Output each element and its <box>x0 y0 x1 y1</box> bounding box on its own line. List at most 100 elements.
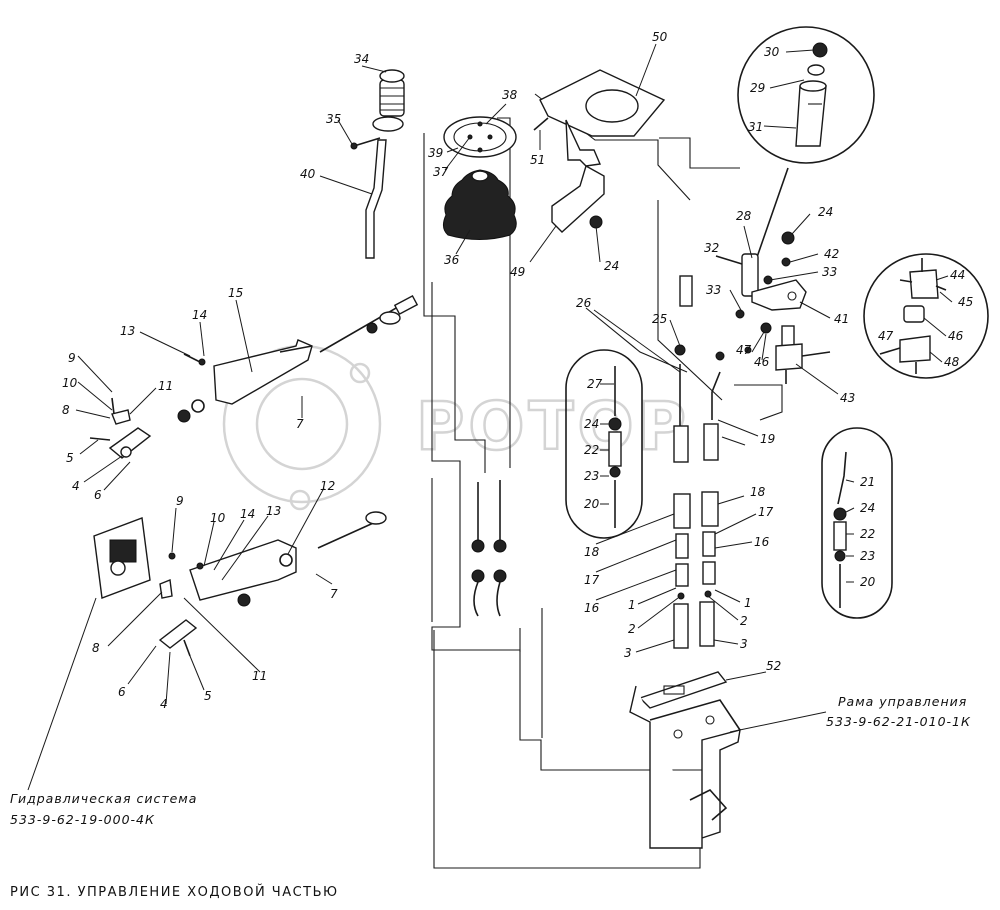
callout-40: 40 <box>300 167 316 181</box>
callout-45: 45 <box>958 295 973 309</box>
callout-20-a: 20 <box>584 497 600 511</box>
callout-1-a: 1 <box>628 598 636 612</box>
bracket-assembly <box>533 69 666 233</box>
hydraulic-system-code: 533-9-62-19-000-4К <box>10 812 155 827</box>
callout-16-b: 16 <box>754 535 770 549</box>
callout-41: 41 <box>834 312 849 326</box>
callout-51: 51 <box>530 153 545 167</box>
callout-22-b: 22 <box>860 527 875 541</box>
callout-23-b: 23 <box>860 549 875 563</box>
callout-11-b: 11 <box>252 669 267 683</box>
hydraulic-system-title: Гидравлическая система <box>10 791 197 806</box>
callout-33-a: 33 <box>822 265 837 279</box>
callout-4-b: 4 <box>160 697 168 711</box>
callout-2-a: 2 <box>628 622 636 636</box>
callout-30: 30 <box>764 45 780 59</box>
callout-36: 36 <box>444 253 460 267</box>
callout-6-b: 6 <box>118 685 126 699</box>
figure-caption: РИС 31. УПРАВЛЕНИЕ ХОДОВОЙ ЧАСТЬЮ <box>10 884 339 900</box>
callout-26: 26 <box>576 296 592 310</box>
callout-52: 52 <box>766 659 781 673</box>
callout-24-a: 24 <box>604 259 619 273</box>
callout-14-b: 14 <box>240 507 255 521</box>
control-frame <box>629 671 741 849</box>
detail-pill-left <box>565 349 643 539</box>
callout-7-b: 7 <box>330 587 338 601</box>
callout-35: 35 <box>326 112 341 126</box>
callout-11-a: 11 <box>158 379 173 393</box>
callout-13-a: 13 <box>120 324 135 338</box>
pivot-assembly <box>715 231 831 384</box>
callout-leaders <box>27 43 953 791</box>
callout-5-b: 5 <box>204 689 212 703</box>
callout-20-b: 20 <box>860 575 876 589</box>
callout-24-b: 24 <box>818 205 833 219</box>
callout-1-b: 1 <box>744 596 752 610</box>
callout-44: 44 <box>950 268 965 282</box>
callout-8-b: 8 <box>92 641 100 655</box>
gear-lever-assembly <box>350 69 405 259</box>
callout-9-b: 9 <box>176 494 184 508</box>
callout-46-b: 46 <box>948 329 964 343</box>
callout-34: 34 <box>354 52 369 66</box>
callout-10-a: 10 <box>62 376 78 390</box>
callout-39: 39 <box>428 146 443 160</box>
control-frame-title: Рама управления <box>838 694 967 709</box>
callout-50: 50 <box>652 30 668 44</box>
callout-23-a: 23 <box>584 469 599 483</box>
upper-lever-assembly <box>89 294 419 459</box>
callout-48: 48 <box>944 355 960 369</box>
callout-2-b: 2 <box>740 614 748 628</box>
center-rods <box>673 275 725 649</box>
control-frame-code: 533-9-62-21-010-1К <box>826 714 971 729</box>
callout-33-b: 33 <box>706 283 721 297</box>
callout-42: 42 <box>824 247 839 261</box>
callout-12: 12 <box>320 479 335 493</box>
annotations: Гидравлическая система 533-9-62-19-000-4… <box>10 694 971 900</box>
callout-24-d: 24 <box>860 501 875 515</box>
callout-7-a: 7 <box>296 417 304 431</box>
callout-38: 38 <box>502 88 518 102</box>
callout-21: 21 <box>860 475 875 489</box>
callout-16-a: 16 <box>584 601 600 615</box>
callout-18-b: 18 <box>750 485 766 499</box>
callout-47-b: 47 <box>878 329 894 343</box>
callout-3-a: 3 <box>624 646 632 660</box>
callout-5-a: 5 <box>66 451 74 465</box>
callout-8-a: 8 <box>62 403 70 417</box>
callout-18-a: 18 <box>584 545 600 559</box>
detail-circle-top <box>737 26 875 261</box>
callout-25: 25 <box>652 312 667 326</box>
callout-47-a: 47 <box>736 343 752 357</box>
callout-19: 19 <box>760 432 775 446</box>
callout-27: 27 <box>587 377 603 391</box>
callout-numbers: 34 35 40 38 39 37 36 50 51 49 24 24 30 2… <box>62 30 973 711</box>
callout-6-a: 6 <box>94 488 102 502</box>
detail-pill-right <box>821 427 893 619</box>
callout-24-c: 24 <box>584 417 599 431</box>
callout-32: 32 <box>704 241 719 255</box>
cables <box>471 480 507 617</box>
callout-4-a: 4 <box>72 479 80 493</box>
callout-28: 28 <box>736 209 752 223</box>
connector-lines <box>423 93 783 869</box>
watermark-text: POTOP <box>416 388 690 465</box>
callout-13-b: 13 <box>266 504 281 518</box>
callout-3-b: 3 <box>740 637 748 651</box>
callout-14-a: 14 <box>192 308 207 322</box>
callout-22-a: 22 <box>584 443 599 457</box>
lower-lever-assembly <box>93 511 387 657</box>
callout-31: 31 <box>748 120 763 134</box>
boot-assembly <box>442 116 517 240</box>
callout-10-b: 10 <box>210 511 226 525</box>
callout-46-a: 46 <box>754 355 770 369</box>
callout-49: 49 <box>510 265 525 279</box>
callout-17-a: 17 <box>584 573 600 587</box>
detail-circle-mid <box>863 253 989 379</box>
callout-17-b: 17 <box>758 505 774 519</box>
callout-15: 15 <box>228 286 243 300</box>
callout-9-a: 9 <box>68 351 76 365</box>
callout-29: 29 <box>750 81 765 95</box>
callout-43: 43 <box>840 391 855 405</box>
